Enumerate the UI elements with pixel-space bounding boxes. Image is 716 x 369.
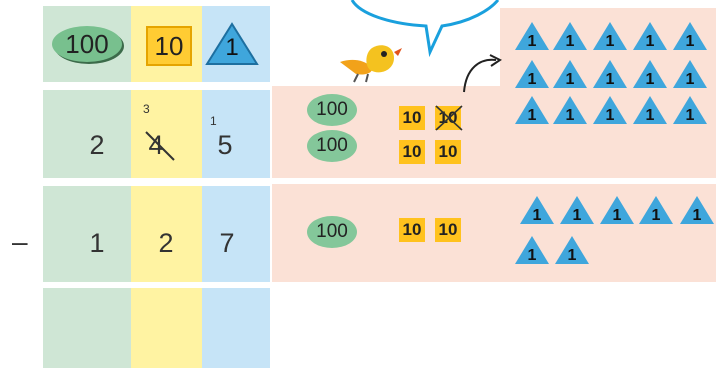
one-token-label: 1 xyxy=(686,33,695,50)
one-token: 1 xyxy=(553,60,587,88)
one-token-label: 1 xyxy=(646,33,655,50)
one-token-label: 1 xyxy=(686,71,695,88)
one-token: 1 xyxy=(593,60,627,88)
tens-cell-subtrahend xyxy=(131,186,202,282)
ten-token: 10 xyxy=(435,140,461,164)
one-token-label: 1 xyxy=(652,207,661,224)
one-token-label: 1 xyxy=(646,107,655,124)
one-token: 1 xyxy=(673,60,707,88)
ones-cell-minuend xyxy=(202,90,270,178)
one-token: 1 xyxy=(515,22,549,50)
one-token-label: 1 xyxy=(606,71,615,88)
one-token-label: 1 xyxy=(606,33,615,50)
subtrahend-ones-digit: 7 xyxy=(219,228,235,258)
hundreds-cell-subtrahend xyxy=(43,186,131,282)
cross-out-mark xyxy=(145,131,175,161)
ten-token: 10 xyxy=(399,106,425,130)
hundreds-header-label: 100 xyxy=(65,29,109,59)
one-token-label: 1 xyxy=(646,71,655,88)
one-token: 1 xyxy=(593,22,627,50)
one-token: 1 xyxy=(633,22,667,50)
ten-token: 10 xyxy=(399,218,425,242)
subtrahend-tens-digit: 2 xyxy=(158,228,174,258)
one-token-label: 1 xyxy=(568,247,577,264)
one-token-label: 1 xyxy=(533,207,542,224)
ones-cell-subtrahend xyxy=(202,186,270,282)
one-token: 1 xyxy=(560,196,594,224)
one-token-label: 1 xyxy=(606,107,615,124)
speech-curve-icon xyxy=(350,0,500,58)
one-token-label: 1 xyxy=(693,207,702,224)
one-token: 1 xyxy=(515,60,549,88)
one-token: 1 xyxy=(515,236,549,264)
bird-icon xyxy=(340,45,402,83)
one-token: 1 xyxy=(600,196,634,224)
one-token-label: 1 xyxy=(528,247,537,264)
one-token: 1 xyxy=(593,96,627,124)
ones-carry-digit: 1 xyxy=(210,114,217,128)
hundreds-cell-minuend xyxy=(43,90,131,178)
one-token: 1 xyxy=(633,96,667,124)
one-token: 1 xyxy=(553,96,587,124)
ones-triangle-icon xyxy=(205,22,259,65)
one-token-label: 1 xyxy=(613,207,622,224)
one-token-label: 1 xyxy=(686,107,695,124)
one-token-label: 1 xyxy=(566,107,575,124)
tens-square-icon xyxy=(146,26,192,66)
subtrahend-hundreds-digit: 1 xyxy=(89,228,105,258)
curved-arrow-icon xyxy=(463,54,502,93)
one-token: 1 xyxy=(520,196,554,224)
one-token: 1 xyxy=(553,22,587,50)
one-token: 1 xyxy=(633,60,667,88)
tens-cell-minuend xyxy=(131,90,202,178)
minus-sign: – xyxy=(12,226,28,257)
one-token-label: 1 xyxy=(528,71,537,88)
hundred-token: 100 xyxy=(307,130,357,162)
minuend-hundreds-digit: 2 xyxy=(89,130,105,160)
hundred-token: 100 xyxy=(307,94,357,126)
one-token: 1 xyxy=(555,236,589,264)
ones-header-label: 1 xyxy=(225,34,239,61)
one-token: 1 xyxy=(673,96,707,124)
one-token-label: 1 xyxy=(573,207,582,224)
hundreds-oval-icon xyxy=(52,26,122,62)
one-token-label: 1 xyxy=(528,107,537,124)
ten-token: 10 xyxy=(399,140,425,164)
one-token-label: 1 xyxy=(566,71,575,88)
one-token: 1 xyxy=(673,22,707,50)
hundred-token: 100 xyxy=(307,216,357,248)
minuend-ones-digit: 5 xyxy=(217,130,233,160)
one-token: 1 xyxy=(515,96,549,124)
tens-carry-digit: 3 xyxy=(143,102,150,116)
tens-header-label: 10 xyxy=(154,31,184,61)
one-token-label: 1 xyxy=(566,33,575,50)
tens-cell-answer xyxy=(131,288,202,368)
one-token-label: 1 xyxy=(528,33,537,50)
cross-out-mark xyxy=(435,105,463,131)
hundreds-cell-answer xyxy=(43,288,131,368)
ones-cell-answer xyxy=(202,288,270,368)
one-token: 1 xyxy=(680,196,714,224)
ten-token: 10 xyxy=(435,218,461,242)
one-token: 1 xyxy=(639,196,673,224)
